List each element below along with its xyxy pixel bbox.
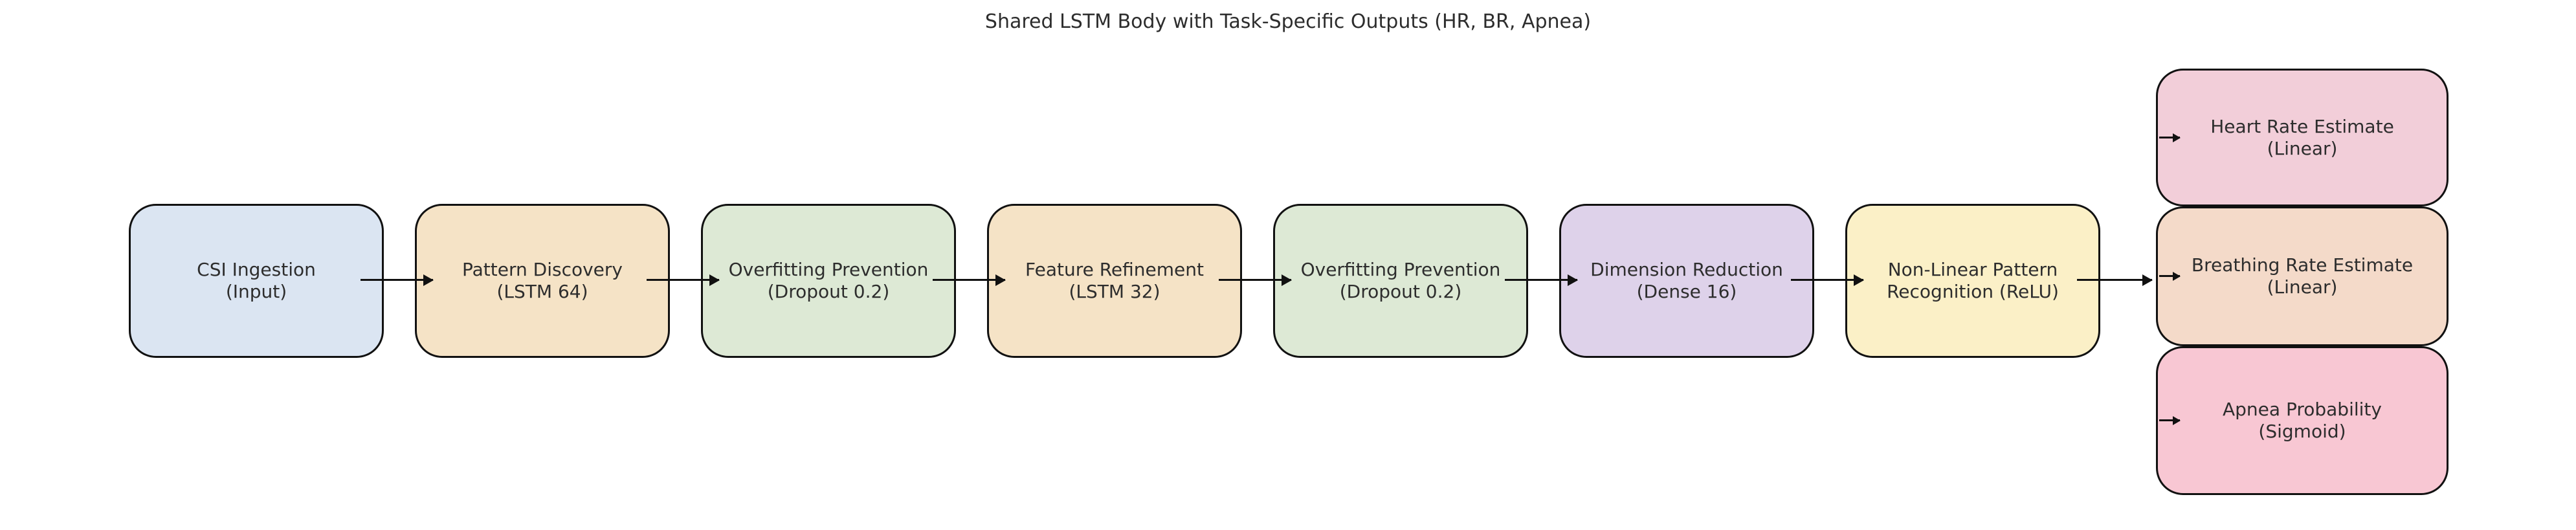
node-sublabel: (Input) (225, 281, 287, 302)
node-overfitting-prevention-1: Overfitting Prevention (Dropout 0.2) (701, 204, 956, 358)
diagram-title: Shared LSTM Body with Task-Specific Outp… (984, 10, 1592, 33)
flow-arrow-icon (1791, 279, 1863, 281)
node-sublabel: (Linear) (2267, 137, 2338, 159)
node-sublabel: (Dropout 0.2) (1339, 281, 1462, 302)
output-arrow-icon (2159, 275, 2180, 277)
flow-arrow-icon (1219, 279, 1291, 281)
node-label: Dimension Reduction (1590, 259, 1783, 281)
node-csi-ingestion: CSI Ingestion (Input) (129, 204, 384, 358)
node-label: Feature Refinement (1025, 259, 1204, 281)
node-dimension-reduction: Dimension Reduction (Dense 16) (1559, 204, 1814, 358)
flow-arrow-icon (2077, 279, 2152, 281)
node-pattern-discovery: Pattern Discovery (LSTM 64) (415, 204, 670, 358)
node-sublabel: (LSTM 64) (496, 281, 588, 302)
flow-arrow-icon (1505, 279, 1577, 281)
node-label: Breathing Rate Estimate (2191, 254, 2414, 276)
output-apnea-probability: Apnea Probability (Sigmoid) (2156, 346, 2448, 495)
node-label: Apnea Probability (2223, 399, 2382, 421)
node-label: Pattern Discovery (462, 259, 623, 281)
node-sublabel: (Dense 16) (1636, 281, 1737, 302)
node-sublabel: (Sigmoid) (2258, 421, 2346, 442)
output-heart-rate: Heart Rate Estimate (Linear) (2156, 69, 2448, 206)
flow-arrow-icon (647, 279, 719, 281)
node-label: Non-Linear Pattern (1887, 259, 2058, 281)
node-label: CSI Ingestion (197, 259, 316, 281)
flow-arrow-icon (933, 279, 1005, 281)
output-breathing-rate: Breathing Rate Estimate (Linear) (2156, 206, 2448, 346)
node-overfitting-prevention-2: Overfitting Prevention (Dropout 0.2) (1273, 204, 1528, 358)
output-arrow-icon (2159, 137, 2180, 138)
node-sublabel: (Dropout 0.2) (767, 281, 890, 302)
node-sublabel: (LSTM 32) (1069, 281, 1160, 302)
node-label: Heart Rate Estimate (2210, 115, 2394, 137)
node-nonlinear-pattern-recognition: Non-Linear Pattern Recognition (ReLU) (1845, 204, 2100, 358)
flow-arrow-icon (361, 279, 433, 281)
node-sublabel: Recognition (ReLU) (1887, 281, 2059, 302)
node-label: Overfitting Prevention (728, 259, 929, 281)
node-feature-refinement: Feature Refinement (LSTM 32) (987, 204, 1242, 358)
output-arrow-icon (2159, 419, 2180, 421)
node-sublabel: (Linear) (2267, 276, 2338, 298)
node-label: Overfitting Prevention (1300, 259, 1501, 281)
